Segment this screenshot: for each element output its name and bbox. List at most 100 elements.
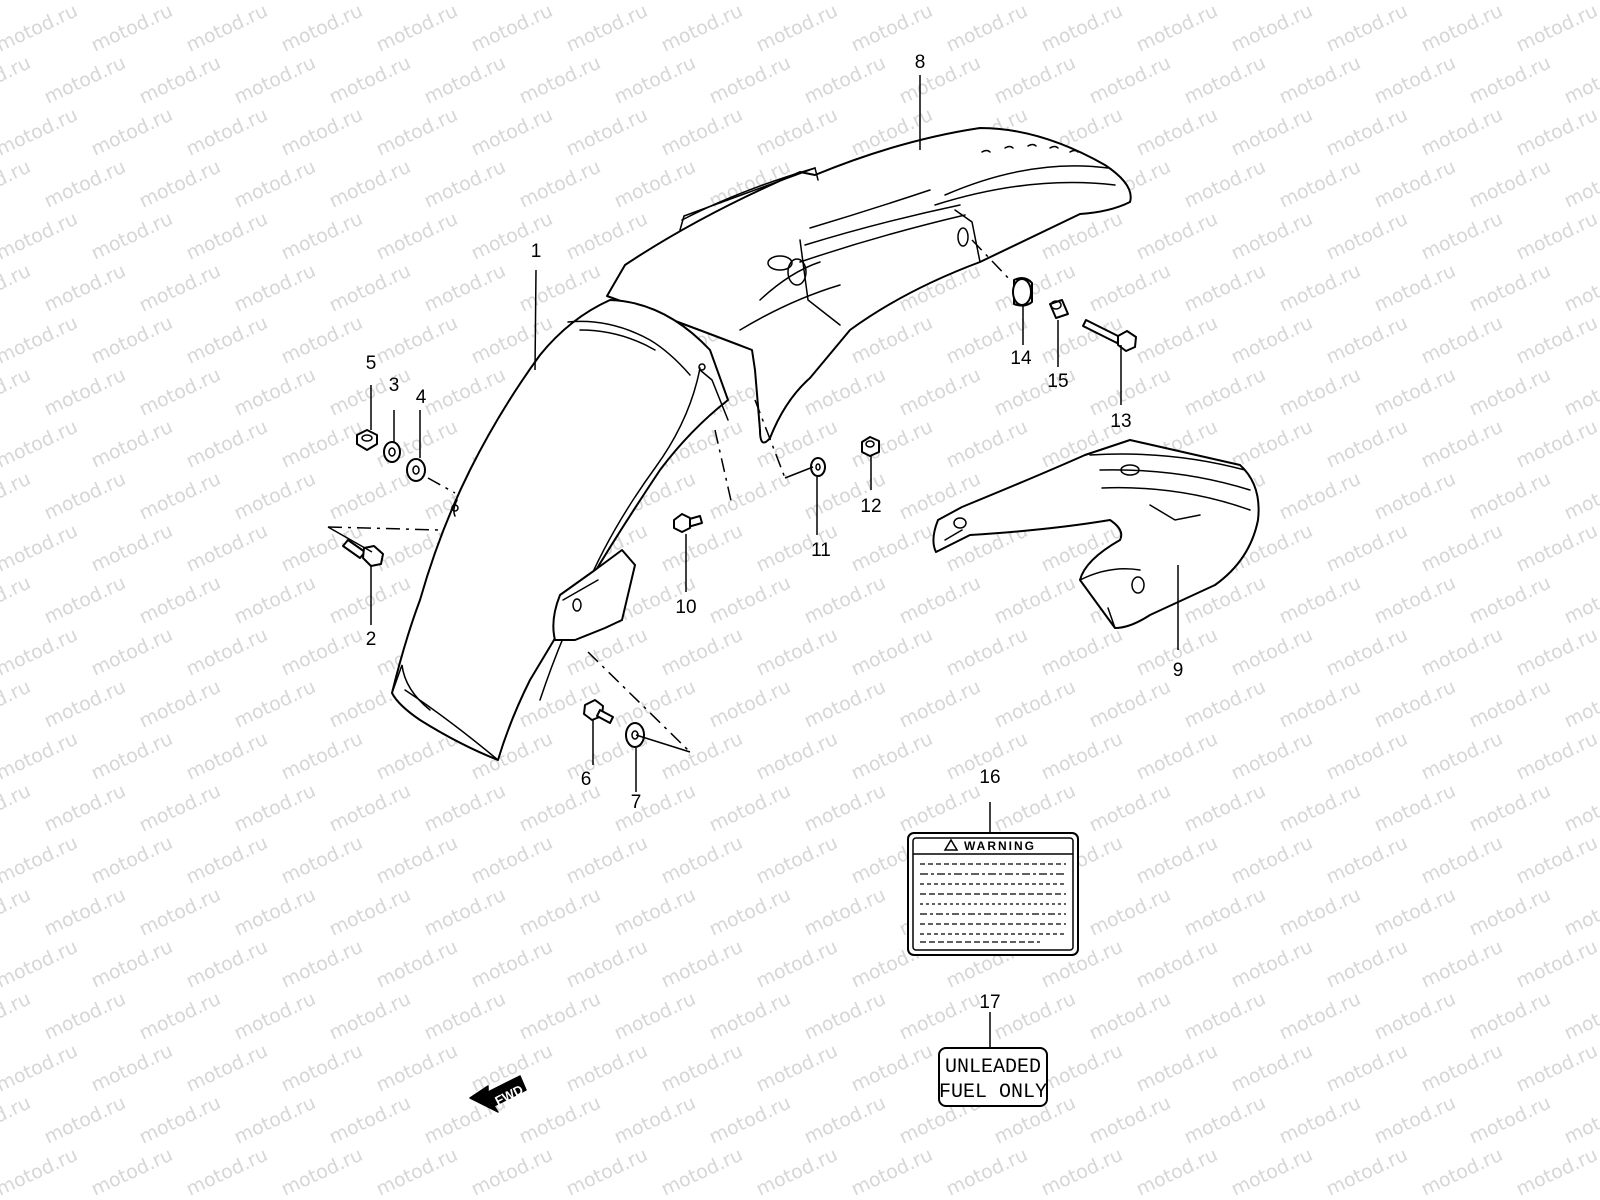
watermark-text: motod.ru	[1276, 156, 1364, 213]
watermark-text: motod.ru	[1418, 936, 1506, 993]
callout-5: 5	[366, 353, 377, 374]
watermark-text: motod.ru	[1561, 468, 1600, 525]
watermark-text: motod.ru	[231, 884, 319, 941]
callout-17: 17	[979, 992, 1000, 1013]
callout-14: 14	[1010, 348, 1032, 369]
callout-1: 1	[531, 241, 542, 262]
watermark-text: motod.ru	[801, 572, 889, 629]
watermark-text: motod.ru	[1418, 312, 1506, 369]
watermark-text: motod.ru	[1466, 0, 1554, 5]
watermark-text: motod.ru	[1038, 728, 1126, 785]
washer-icon	[383, 441, 401, 463]
watermark-text: motod.ru	[1418, 104, 1506, 161]
watermark-text: motod.ru	[231, 780, 319, 837]
watermark-text: motod.ru	[611, 156, 699, 213]
watermark-text: motod.ru	[658, 104, 746, 161]
watermark-text: motod.ru	[0, 832, 81, 889]
watermark-text: motod.ru	[1133, 832, 1221, 889]
watermark-text: motod.ru	[1323, 936, 1411, 993]
rear-fender-drawing	[391, 299, 729, 761]
watermark-text: motod.ru	[1513, 0, 1600, 57]
watermark-text: motod.ru	[468, 936, 556, 993]
watermark-text: motod.ru	[753, 104, 841, 161]
watermark-text: motod.ru	[1561, 364, 1600, 421]
watermark-text: motod.ru	[183, 936, 271, 993]
rubber-washer-icon	[625, 722, 645, 748]
watermark-text: motod.ru	[801, 988, 889, 1045]
watermark-text: motod.ru	[278, 416, 366, 473]
watermark-text: motod.ru	[1371, 676, 1459, 733]
watermark-text: motod.ru	[516, 0, 604, 5]
watermark-text: motod.ru	[1466, 468, 1554, 525]
watermark-text: motod.ru	[136, 572, 224, 629]
watermark-text: motod.ru	[706, 52, 794, 109]
watermark-text: motod.ru	[753, 1040, 841, 1097]
watermark-text: motod.ru	[706, 572, 794, 629]
watermark-text: motod.ru	[1466, 988, 1554, 1045]
watermark-text: motod.ru	[1133, 728, 1221, 785]
warning-label: WARNING	[907, 832, 1079, 956]
watermark-text: motod.ru	[1561, 572, 1600, 629]
watermark-text: motod.ru	[563, 0, 651, 57]
watermark-text: motod.ru	[1276, 1092, 1364, 1149]
watermark-text: motod.ru	[278, 1040, 366, 1097]
watermark-text: motod.ru	[1086, 884, 1174, 941]
watermark-text: motod.ru	[0, 468, 34, 525]
watermark-text: motod.ru	[136, 780, 224, 837]
hardware-items	[342, 277, 1137, 748]
watermark-text: motod.ru	[183, 728, 271, 785]
watermark-text: motod.ru	[1561, 260, 1600, 317]
watermark-text: motod.ru	[373, 312, 461, 369]
watermark-text: motod.ru	[1371, 156, 1459, 213]
fuel-label-line2: FUEL ONLY	[939, 1081, 1047, 1104]
watermark-text: motod.ru	[1181, 364, 1269, 421]
watermark-text: motod.ru	[88, 104, 176, 161]
watermark-text: motod.ru	[801, 52, 889, 109]
warning-text-lines	[920, 863, 1066, 943]
callout-11: 11	[811, 540, 831, 561]
watermark-text: motod.ru	[0, 936, 81, 993]
watermark-text: motod.ru	[896, 0, 984, 5]
watermark-text: motod.ru	[0, 0, 34, 5]
watermark-text: motod.ru	[611, 988, 699, 1045]
watermark-text: motod.ru	[1228, 312, 1316, 369]
bolt-icon	[1082, 319, 1137, 352]
watermark-text: motod.ru	[88, 936, 176, 993]
watermark-text: motod.ru	[373, 104, 461, 161]
watermark-text: motod.ru	[0, 780, 34, 837]
watermark-text: motod.ru	[896, 676, 984, 733]
watermark-text: motod.ru	[563, 104, 651, 161]
watermark-text: motod.ru	[0, 260, 34, 317]
watermark-text: motod.ru	[1371, 988, 1459, 1045]
watermark-text: motod.ru	[1276, 676, 1364, 733]
callout-3: 3	[389, 375, 400, 396]
watermark-text: motod.ru	[88, 208, 176, 265]
watermark-text: motod.ru	[563, 936, 651, 993]
watermark-text: motod.ru	[611, 676, 699, 733]
watermark-text: motod.ru	[753, 728, 841, 785]
bolt-icon	[673, 513, 703, 533]
watermark-text: motod.ru	[231, 364, 319, 421]
watermark-text: motod.ru	[1038, 0, 1126, 57]
watermark-text: motod.ru	[136, 364, 224, 421]
watermark-text: motod.ru	[1371, 780, 1459, 837]
watermark-text: motod.ru	[1086, 260, 1174, 317]
watermark-text: motod.ru	[41, 260, 129, 317]
watermark-text: motod.ru	[231, 1092, 319, 1149]
watermark-text: motod.ru	[943, 0, 1031, 57]
watermark-text: motod.ru	[1418, 728, 1506, 785]
watermark-text: motod.ru	[991, 0, 1079, 5]
watermark-text: motod.ru	[136, 0, 224, 5]
fuel-label: UNLEADED FUEL ONLY	[938, 1047, 1048, 1107]
nut-icon	[861, 436, 880, 457]
watermark-text: motod.ru	[88, 728, 176, 785]
watermark-text: motod.ru	[1561, 0, 1600, 5]
watermark-text: motod.ru	[0, 208, 81, 265]
watermark-text: motod.ru	[41, 572, 129, 629]
watermark-text: motod.ru	[0, 1040, 81, 1097]
watermark-text: motod.ru	[1371, 884, 1459, 941]
watermark-text: motod.ru	[1181, 780, 1269, 837]
washer-icon	[810, 457, 826, 477]
watermark-text: motod.ru	[1228, 728, 1316, 785]
watermark-text: motod.ru	[421, 52, 509, 109]
